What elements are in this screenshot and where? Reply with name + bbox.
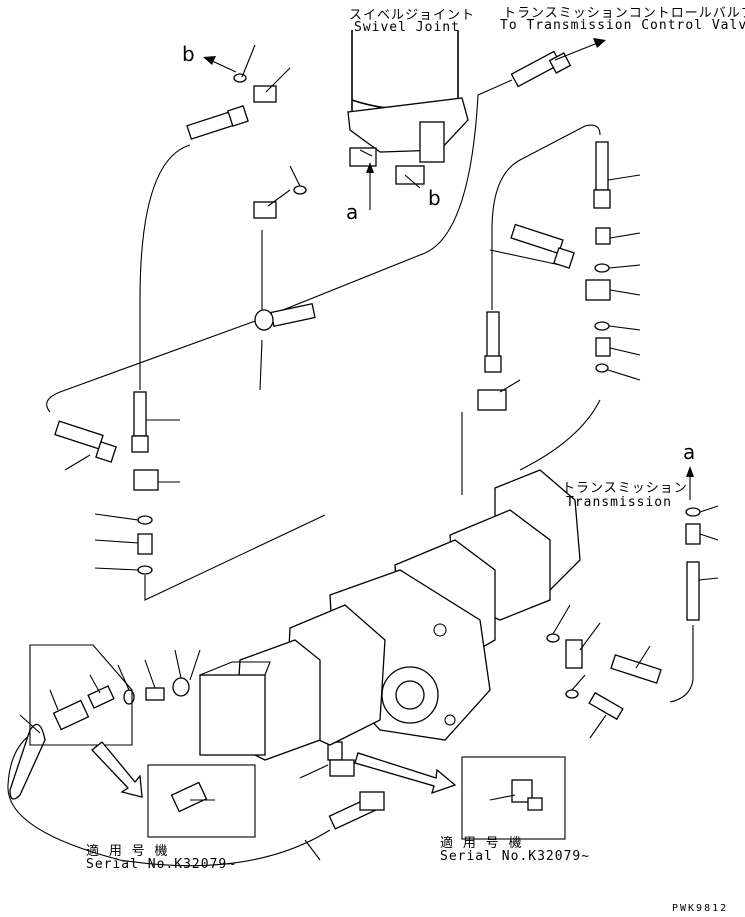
inset-boxes <box>29 644 566 840</box>
transmission-valve-label-jp: トランスミッションコントロールバルブへ <box>503 6 745 21</box>
hose-lines <box>7 79 694 867</box>
swivel-joint-label-en: Swivel Joint <box>354 20 460 35</box>
serial-label-en-right: Serial No.K32079~ <box>440 849 591 864</box>
leader-lines <box>19 44 719 861</box>
callout-a-swivel: a <box>346 200 359 224</box>
transmission-label-jp: トランスミッション <box>562 481 688 496</box>
transmission <box>199 469 581 761</box>
drawing-code: PWK9812 <box>672 903 729 914</box>
transmission-valve-label-en: To Transmission Control Valve <box>500 18 745 33</box>
callout-b-top: b <box>182 42 195 66</box>
callout-b-swivel: b <box>428 186 441 210</box>
callout-arrows <box>203 38 694 500</box>
swivel-joint-label-jp: スイベルジョイント <box>349 8 476 23</box>
callout-a-right: a <box>683 440 696 464</box>
serial-label-jp-left: 適 用 号 機 <box>86 844 169 859</box>
serial-label-en-left: Serial No.K32079~ <box>86 857 237 872</box>
transmission-label-en: Transmission <box>566 495 672 510</box>
swivel-joint <box>347 30 469 185</box>
hose-assemblies <box>9 50 700 830</box>
serial-label-jp-right: 適 用 号 機 <box>440 836 523 851</box>
